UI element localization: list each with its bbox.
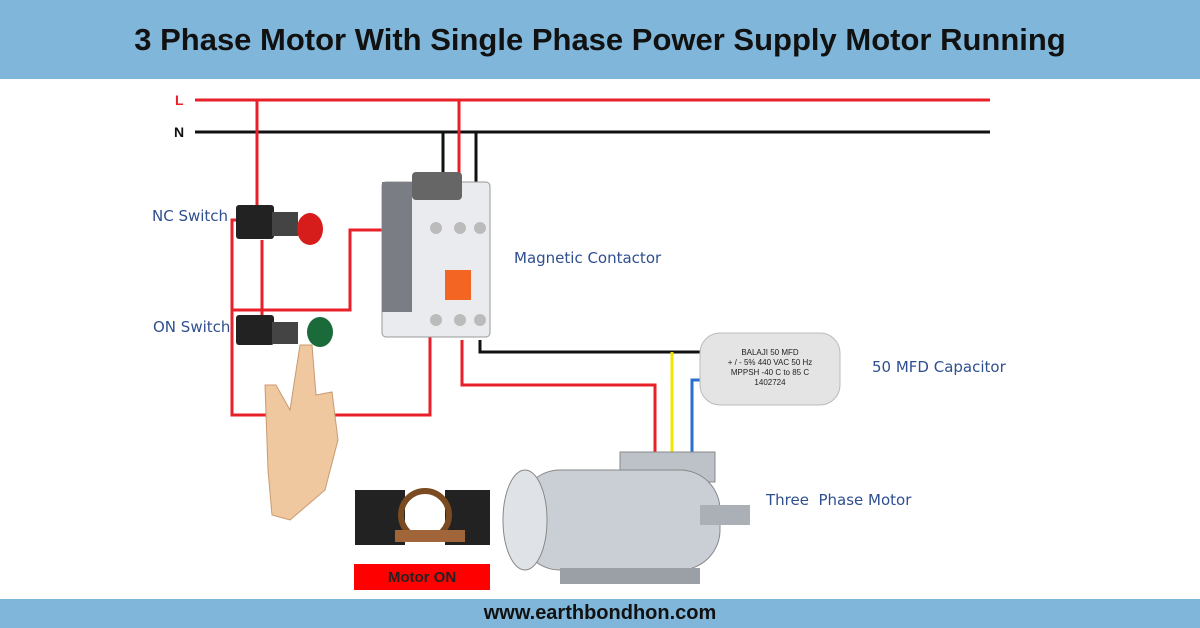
capacitor-print: + / - 5% 440 VAC 50 Hz — [728, 358, 813, 367]
nc-switch-label: NC Switch — [152, 207, 229, 225]
contactor-to-motor-wire — [460, 340, 657, 455]
hand-icon — [264, 344, 339, 521]
nc-switch[interactable] — [236, 205, 323, 245]
hold-loop-wire — [230, 218, 432, 417]
website-link[interactable]: www.earthbondhon.com — [483, 602, 717, 624]
capacitor: BALAJI 50 MFD + / - 5% 440 VAC 50 Hz MPP… — [699, 332, 841, 406]
capacitor-print: BALAJI 50 MFD — [741, 348, 799, 357]
live-label: L — [175, 92, 184, 108]
on-to-coil-wire — [232, 228, 400, 312]
on-switch[interactable] — [236, 315, 333, 347]
capacitor-print: MPPSH -40 C to 85 C — [731, 368, 809, 377]
footer: www.earthbondhon.com — [0, 599, 1200, 628]
three-phase-motor — [502, 451, 750, 584]
contactor-label: Magnetic Contactor — [514, 249, 662, 267]
capacitor-label: 50 MFD Capacitor — [872, 358, 1006, 376]
neutral-to-capacitor-wire — [478, 340, 700, 354]
magnetic-contactor — [381, 172, 491, 338]
capacitor-print: 1402724 — [754, 378, 786, 387]
motor-label: Three Phase Motor — [766, 491, 912, 509]
motor-on-badge: Motor ON — [354, 564, 490, 590]
neutral-label: N — [174, 124, 184, 140]
blue-wire — [690, 378, 700, 455]
header: 3 Phase Motor With Single Phase Power Su… — [0, 0, 1200, 79]
on-switch-label: ON Switch — [153, 318, 231, 336]
motor-rotor-illustration — [355, 488, 490, 545]
page-title: 3 Phase Motor With Single Phase Power Su… — [134, 21, 1066, 57]
